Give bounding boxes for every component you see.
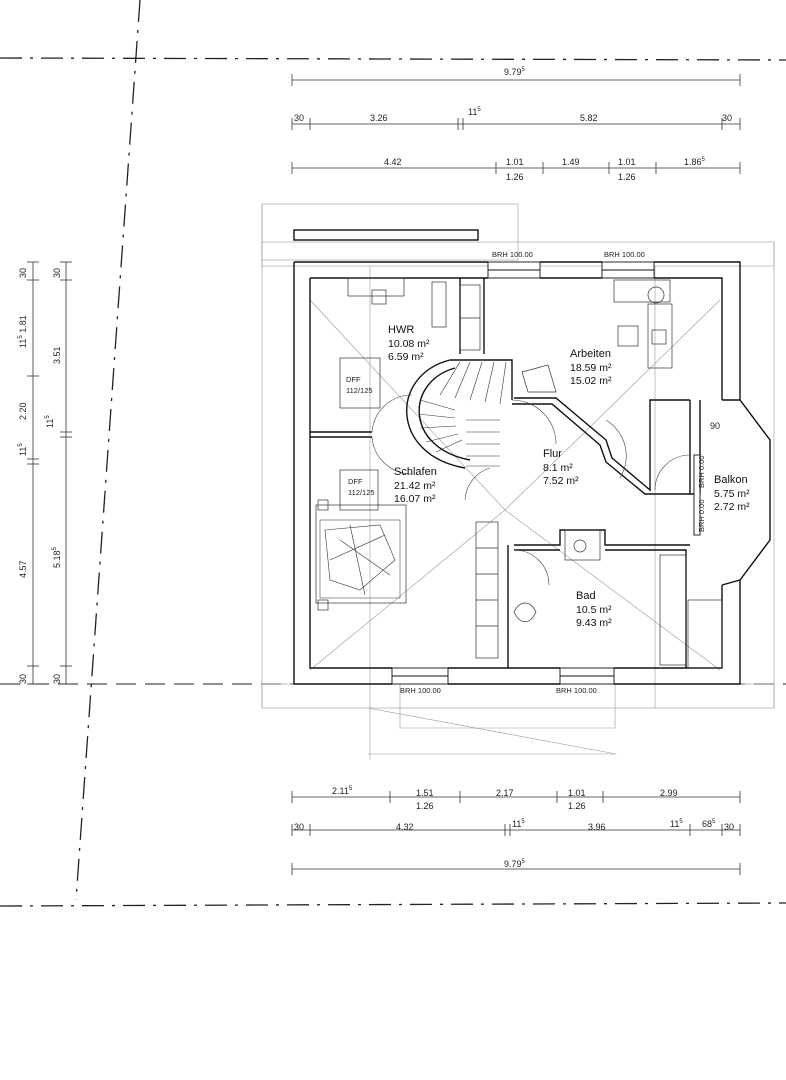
room-schlafen-area: 21.42 m² [394, 479, 436, 492]
dim-top-r3-e: 1.865 [684, 157, 705, 167]
brh-top-right: BRH 100.00 [604, 250, 645, 259]
dim-top-r3-c: 1.49 [562, 157, 580, 167]
dim-left-i2: 3.51 [52, 346, 62, 364]
dim-bot-r1-d: 1.01 [568, 788, 586, 798]
dff-1-size: 112/125 [346, 386, 373, 395]
dim-left-o2: 115 1.81 [18, 315, 28, 348]
brh-bottom-right: BRH 100.00 [556, 686, 597, 695]
room-arbeiten-net: 15.02 m² [570, 374, 612, 387]
dim-top-total: 9.795 [504, 67, 525, 77]
dff-1: DFF [346, 375, 361, 384]
room-arbeiten-area: 18.59 m² [570, 361, 612, 374]
brh-bottom-left: BRH 100.00 [400, 686, 441, 695]
dim-bot-r2-f: 685 [702, 819, 716, 829]
room-flur-net: 7.52 m² [543, 474, 579, 487]
room-arbeiten: Arbeiten 18.59 m² 15.02 m² [570, 348, 611, 388]
dim-bot-r1b-a: 1.26 [416, 801, 434, 811]
brh-balcony-1: BRH 0.00 [697, 455, 706, 488]
room-balkon: Balkon 5.75 m² 2.72 m² [714, 474, 750, 514]
furniture [315, 277, 723, 669]
room-bad: Bad 10.5 m² 9.43 m² [576, 590, 612, 630]
dim-bot-r2-a: 30 [294, 822, 305, 832]
dim-bot-r1-c: 2.17 [496, 788, 514, 798]
dim-left-o4: 115 [18, 443, 28, 456]
dim-bot-r2-b: 4.32 [396, 822, 414, 832]
room-schlafen-net: 16.07 m² [394, 492, 436, 505]
dim-top-r3-d: 1.01 [618, 157, 636, 167]
dim-bot-r1-b: 1.51 [416, 788, 434, 798]
dim-bot-r1-a: 2.115 [332, 786, 353, 796]
windows [391, 261, 701, 685]
dim-top-r2-c: 115 [468, 107, 481, 117]
room-schlafen-name: Schlafen [394, 466, 437, 478]
room-schlafen: Schlafen 21.42 m² 16.07 m² [394, 466, 437, 506]
dim-bot-r2-g: 30 [724, 822, 735, 832]
room-hwr-net: 6.59 m² [388, 350, 424, 363]
dim-top-r3b-b: 1.26 [618, 172, 636, 182]
dim-top-r2-a: 30 [294, 113, 305, 123]
dim-bot-total: 9.795 [504, 859, 525, 869]
dim-left-i4: 5.185 [52, 547, 62, 568]
balcony-dim: 90 [710, 421, 721, 431]
room-flur-area: 8.1 m² [543, 461, 573, 474]
dim-top-r2-b: 3.26 [370, 113, 388, 123]
dim-left-o3: 2.20 [18, 402, 28, 420]
staircase [417, 361, 507, 467]
dim-left-o1: 30 [18, 267, 28, 278]
dim-top-r2-e: 30 [722, 113, 733, 123]
door-swings [371, 394, 691, 586]
dim-left-i1: 30 [52, 267, 62, 278]
dimension-lines-top [291, 74, 741, 174]
dim-bot-r1-e: 2.99 [660, 788, 678, 798]
dim-bot-r2-e: 115 [670, 819, 683, 829]
dff-2-size: 112/125 [348, 488, 375, 497]
dim-top-r2-d: 5.82 [580, 113, 598, 123]
dim-left-o6: 30 [18, 673, 28, 684]
axis-lines [0, 0, 786, 907]
room-hwr: HWR 10.08 m² 6.59 m² [388, 324, 429, 364]
dim-top-r3-b: 1.01 [506, 157, 524, 167]
room-flur-name: Flur [543, 448, 562, 460]
dim-bot-r2-c: 115 [512, 819, 525, 829]
room-flur: Flur 8.1 m² 7.52 m² [543, 448, 579, 488]
dim-bot-r2-d: 3.96 [588, 822, 606, 832]
room-balkon-net: 2.72 m² [714, 500, 750, 513]
room-bad-area: 10.5 m² [576, 603, 612, 616]
dim-left-o5: 4.57 [18, 560, 28, 578]
dim-left-i3: 115 [45, 415, 55, 428]
dim-top-r3b-a: 1.26 [506, 172, 524, 182]
room-balkon-name: Balkon [714, 474, 748, 486]
room-arbeiten-name: Arbeiten [570, 348, 611, 360]
dim-bot-r1b-b: 1.26 [568, 801, 586, 811]
room-bad-name: Bad [576, 590, 596, 602]
room-hwr-name: HWR [388, 324, 415, 336]
room-hwr-area: 10.08 m² [388, 337, 430, 350]
room-balkon-area: 5.75 m² [714, 487, 750, 500]
dim-left-i5: 30 [52, 673, 62, 684]
room-bad-net: 9.43 m² [576, 616, 612, 629]
dim-top-r3-a: 4.42 [384, 157, 402, 167]
dimension-lines-left [27, 261, 72, 685]
dimension-lines-bottom [291, 791, 741, 875]
dff-2: DFF [348, 477, 363, 486]
brh-balcony-2: BRH 0.00 [697, 499, 706, 532]
brh-top-left: BRH 100.00 [492, 250, 533, 259]
